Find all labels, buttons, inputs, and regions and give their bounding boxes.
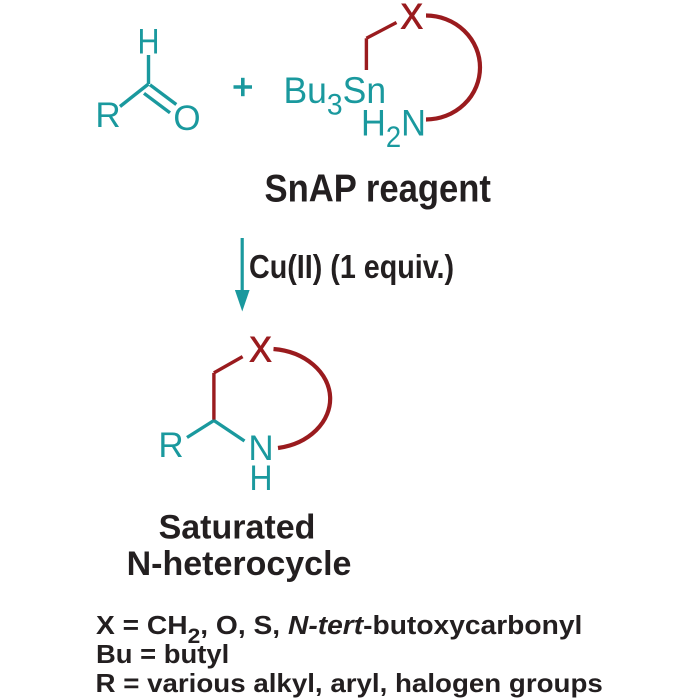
svg-text:N-heterocycle: N-heterocycle [127, 545, 352, 583]
svg-text:Saturated: Saturated [159, 509, 316, 547]
svg-text:O: O [173, 99, 200, 138]
svg-text:R = various alkyl, aryl, halog: R = various alkyl, aryl, halogen groups [96, 669, 603, 698]
svg-text:R: R [95, 96, 120, 135]
svg-text:H: H [250, 459, 273, 498]
svg-text:Cu(II) (1 equiv.): Cu(II) (1 equiv.) [249, 248, 454, 285]
svg-text:R: R [158, 426, 183, 465]
svg-text:X: X [401, 0, 424, 37]
svg-text:X: X [249, 331, 272, 370]
svg-text:SnAP reagent: SnAP reagent [265, 166, 491, 209]
svg-text:H: H [138, 23, 160, 62]
svg-text:N: N [248, 429, 273, 468]
svg-text:Bu = butyl: Bu = butyl [96, 640, 229, 669]
